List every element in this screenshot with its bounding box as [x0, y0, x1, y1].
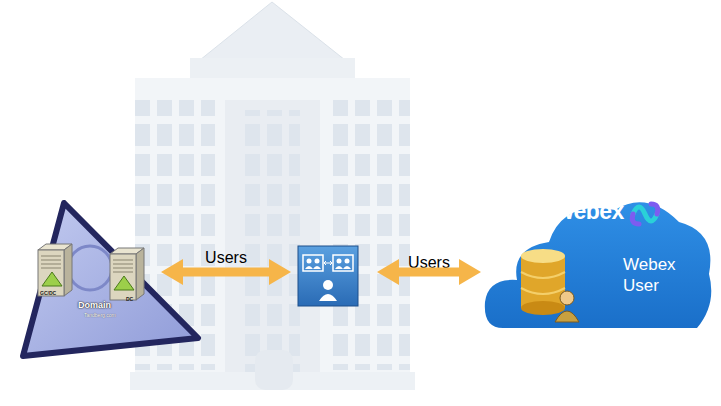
sync-arrow: [399, 268, 459, 277]
domain-label: Domain: [78, 300, 111, 310]
domain-triangle-shape: [18, 198, 203, 363]
sync-box: [297, 245, 359, 307]
domain-name: Tandberg.com: [84, 312, 116, 318]
sync-box-shape: [297, 245, 359, 307]
server-label: DC: [126, 296, 133, 302]
edge-label: Users: [205, 249, 247, 267]
webex-cloud: webexWebex User: [483, 192, 717, 332]
cloud-label: Webex User: [623, 254, 707, 297]
sync-arrow: [183, 268, 269, 277]
domain-triangle: GC/DC DC DomainTandberg.com: [18, 198, 203, 363]
server-label: GC/DC: [40, 290, 56, 296]
webex-logo-text: webex: [556, 198, 624, 225]
